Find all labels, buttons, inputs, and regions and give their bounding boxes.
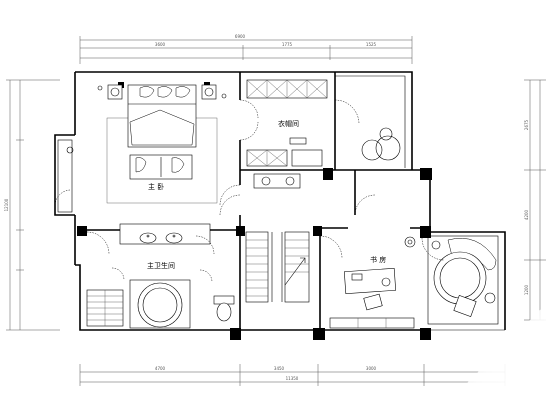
master-bathroom: 主卫生间 xyxy=(86,223,235,329)
study-chair xyxy=(363,293,383,311)
stair-treads xyxy=(246,239,309,297)
dim-left-total: 12100 xyxy=(4,198,9,211)
master-bedroom: 主 卧 xyxy=(54,84,241,216)
round-bathtub xyxy=(137,282,183,328)
dim-top-seg-1: 3600 xyxy=(155,42,166,47)
study: 书 房 xyxy=(319,235,416,329)
lounge-area xyxy=(421,235,499,325)
nightstand-left xyxy=(107,84,123,100)
hall-area xyxy=(253,173,376,216)
dim-top-seg-3: 1525 xyxy=(366,42,377,47)
dim-bottom-seg-1: 4700 xyxy=(155,366,166,371)
dimension-labels: 6900 3600 1775 1525 4700 3450 3000 11350… xyxy=(4,34,529,381)
balcony-plants xyxy=(334,99,401,161)
dim-right-seg-3: 1200 xyxy=(524,284,529,295)
study-desk xyxy=(343,267,397,295)
dim-right-seg-1: 2675 xyxy=(524,119,529,130)
label-master-bathroom: 主卫生间 xyxy=(147,261,175,270)
walls xyxy=(54,71,506,331)
dimension-lines xyxy=(6,36,546,386)
staircase xyxy=(245,231,310,303)
structural-columns xyxy=(77,82,432,340)
dim-top-seg-2: 1775 xyxy=(282,42,293,47)
dim-right-seg-2: 4200 xyxy=(524,209,529,220)
double-vanity xyxy=(119,223,211,245)
nightstand-right xyxy=(201,84,217,100)
toilet xyxy=(216,302,232,322)
label-study: 书 房 xyxy=(370,255,386,264)
corner-fade xyxy=(430,290,560,420)
label-cloakroom: 衣帽间 xyxy=(278,119,299,128)
cloakroom: 衣帽间 xyxy=(239,79,328,167)
shower-grid xyxy=(87,290,123,326)
dim-top-total: 6900 xyxy=(235,34,246,39)
dim-bottom-seg-2: 3450 xyxy=(274,366,285,371)
dim-bottom-seg-3: 3000 xyxy=(366,366,377,371)
label-master-bedroom: 主 卧 xyxy=(148,182,164,191)
dim-bottom-total: 11350 xyxy=(286,376,299,381)
